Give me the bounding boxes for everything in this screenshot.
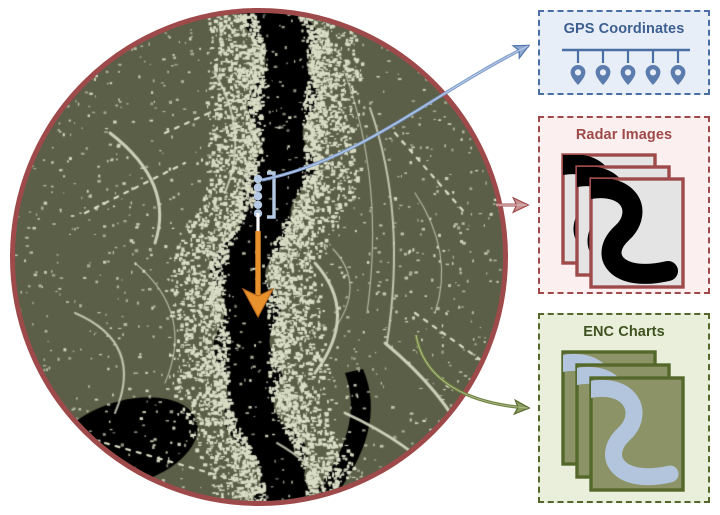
panel-enc-title: ENC Charts bbox=[583, 324, 665, 340]
vessel-gps-dots-icon bbox=[253, 174, 263, 218]
gps-timeline-icon bbox=[562, 48, 690, 85]
panel-radar-title: Radar Images bbox=[575, 127, 673, 143]
panel-enc-body bbox=[540, 344, 708, 505]
panel-radar-body bbox=[540, 147, 708, 298]
vessel-bracket-icon bbox=[267, 171, 276, 219]
panel-gps-body bbox=[540, 41, 708, 98]
radar-display[interactable] bbox=[10, 8, 508, 506]
radar-card-front bbox=[589, 177, 685, 289]
panel-gps-title: GPS Coordinates bbox=[563, 21, 685, 37]
heading-arrow bbox=[241, 213, 275, 319]
panel-gps-coordinates[interactable]: GPS Coordinates bbox=[538, 10, 710, 95]
stacked-cards-icon bbox=[561, 153, 685, 289]
stacked-cards-icon bbox=[561, 350, 685, 492]
enc-card-front bbox=[589, 376, 685, 492]
panel-radar-images[interactable]: Radar Images bbox=[538, 116, 710, 294]
panel-enc-charts[interactable]: ENC Charts bbox=[538, 313, 710, 503]
